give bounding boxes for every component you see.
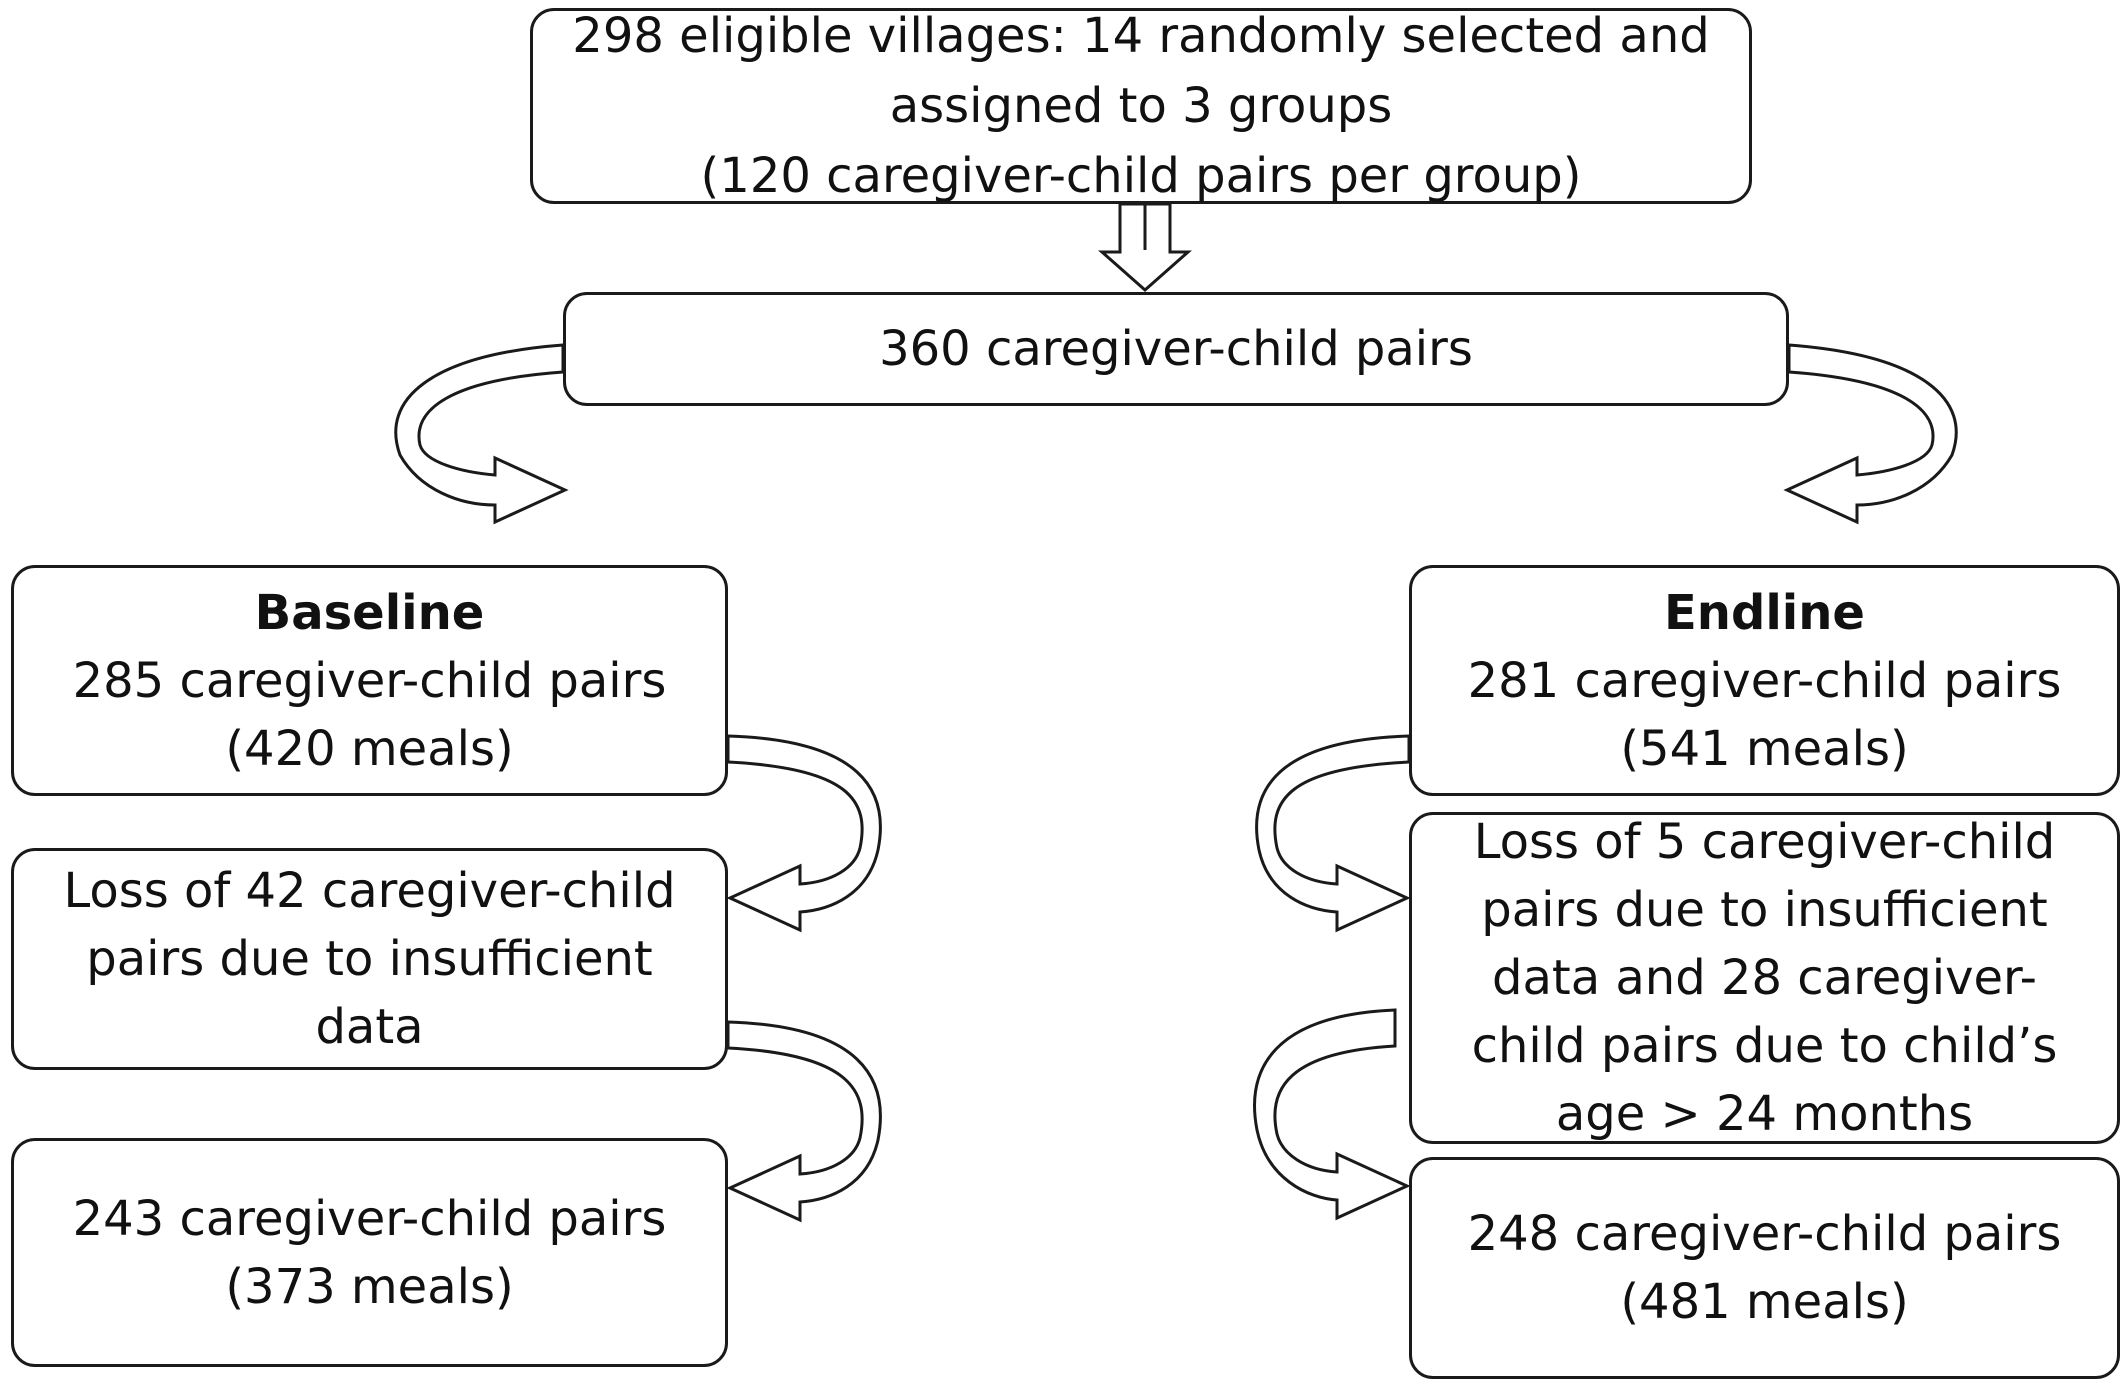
- curved-arrow-sample-to-baseline: [394, 343, 569, 525]
- sample-box: 360 caregiver-child pairs: [563, 292, 1789, 406]
- baseline-box: Baseline 285 caregiver-child pairs (420 …: [11, 565, 728, 796]
- baseline-line: (420 meals): [225, 720, 514, 777]
- curved-arrow-loss-to-endline-final: [1253, 1008, 1411, 1221]
- baseline-final-line: 243 caregiver-child pairs: [72, 1190, 667, 1247]
- endline-loss-line: pairs due to insufficient: [1481, 882, 2048, 938]
- endline-loss-line: child pairs due to child’s: [1471, 1018, 2058, 1074]
- endline-final-line: (481 meals): [1620, 1274, 1909, 1330]
- endline-loss-line: data and 28 caregiver-: [1491, 950, 2037, 1006]
- endline-box: Endline 281 caregiver-child pairs (541 m…: [1409, 565, 2120, 796]
- baseline-loss-box: Loss of 42 caregiver-child pairs due to …: [11, 848, 728, 1070]
- endline-heading: Endline: [1664, 584, 1865, 641]
- baseline-final-line: (373 meals): [225, 1258, 514, 1315]
- endline-line: 281 caregiver-child pairs: [1467, 652, 2062, 709]
- enrollment-box: 298 eligible villages: 14 randomly selec…: [530, 8, 1752, 204]
- baseline-loss-line: pairs due to insufficient: [86, 931, 653, 987]
- baseline-line: 285 caregiver-child pairs: [72, 652, 667, 709]
- sample-line: 360 caregiver-child pairs: [879, 321, 1473, 377]
- endline-loss-box: Loss of 5 caregiver-child pairs due to i…: [1409, 812, 2120, 1144]
- endline-line: (541 meals): [1620, 720, 1909, 777]
- curved-arrow-endline-to-loss: [1255, 734, 1411, 933]
- baseline-final-box: 243 caregiver-child pairs (373 meals): [11, 1138, 728, 1367]
- curved-arrow-baseline-to-loss: [726, 734, 882, 933]
- endline-final-line: 248 caregiver-child pairs: [1467, 1206, 2062, 1262]
- baseline-loss-line: data: [315, 999, 424, 1055]
- endline-loss-line: age > 24 months: [1555, 1086, 1974, 1142]
- baseline-loss-line: Loss of 42 caregiver-child: [63, 863, 676, 919]
- baseline-heading: Baseline: [254, 584, 485, 641]
- enrollment-line: assigned to 3 groups: [889, 78, 1393, 134]
- enrollment-line: (120 caregiver-child pairs per group): [700, 148, 1582, 204]
- enrollment-line: 298 eligible villages: 14 randomly selec…: [572, 8, 1710, 64]
- endline-loss-line: Loss of 5 caregiver-child: [1473, 814, 2056, 870]
- curved-arrow-loss-to-baseline-final: [726, 1020, 882, 1223]
- curved-arrow-sample-to-endline: [1783, 343, 1958, 525]
- endline-final-box: 248 caregiver-child pairs (481 meals): [1409, 1157, 2120, 1379]
